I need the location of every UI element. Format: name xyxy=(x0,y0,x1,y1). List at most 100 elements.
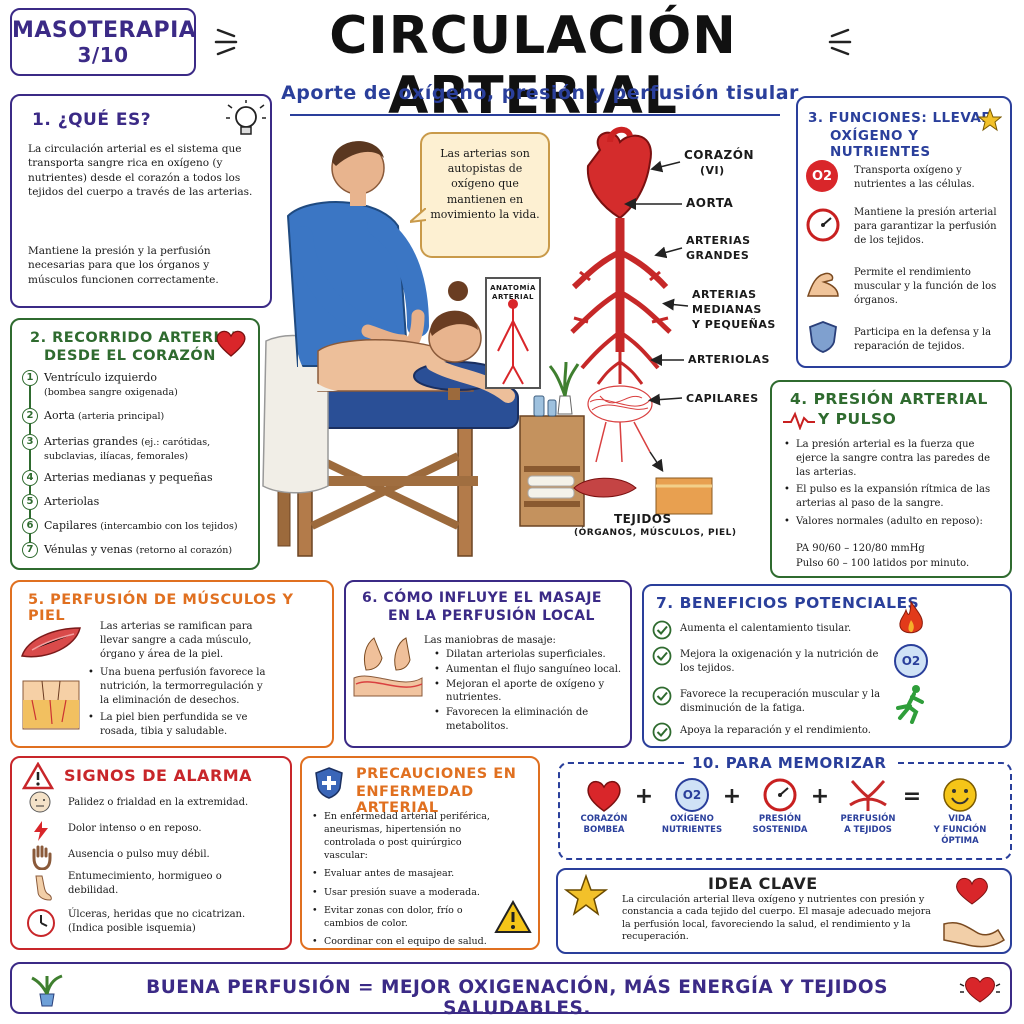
section-what-is: 1. ¿QUÉ ES? La circulación arterial es e… xyxy=(10,94,272,308)
warning-item-5: Úlceras, heridas que no cicatrizan. xyxy=(68,909,246,920)
perfusion-item-1: Una buena perfusión favorece la nutrició… xyxy=(88,666,268,707)
route-title-line2: DESDE EL CORAZÓN xyxy=(44,348,216,364)
label-arterias-medianas-2: MEDIANAS xyxy=(692,303,762,316)
skin-layers-icon xyxy=(22,680,80,730)
route-step-arrow xyxy=(29,450,31,470)
label-arterias-grandes-2: GRANDES xyxy=(686,249,750,262)
speech-text: Las arterias son autopistas de oxígeno q… xyxy=(430,147,540,221)
hand-icon xyxy=(30,844,52,870)
shield-cross-icon xyxy=(314,766,344,800)
memorize-item-label: PERFUSIÓN xyxy=(840,814,896,824)
label-tejidos: TEJIDOS xyxy=(614,512,672,526)
route-step-number: 5 xyxy=(22,494,38,510)
memorize-operator: = xyxy=(902,784,922,809)
speech-bubble: Las arterias son autopistas de oxígeno q… xyxy=(420,132,550,258)
pressure-item-2: El pulso es la expansión rítmica de las … xyxy=(784,483,1006,511)
label-aorta: AORTA xyxy=(686,196,734,210)
pressure-values-pa: PA 90/60 – 120/80 mmHg xyxy=(796,543,925,554)
massage-title-line1: 6. CÓMO INFLUYE EL MASAJE xyxy=(362,590,602,606)
subtitle-underline xyxy=(290,114,780,116)
benefit-text: Mejora la oxigenación y la nutrición de … xyxy=(680,649,879,674)
memorize-operator: + xyxy=(634,784,654,809)
perfusion-title: 5. PERFUSIÓN DE MÚSCULOS Y PIEL xyxy=(28,592,294,624)
perfusion-list: Una buena perfusión favorece la nutrició… xyxy=(88,666,268,743)
page-title: CIRCULACIÓN ARTERIAL xyxy=(329,6,737,126)
clock-icon xyxy=(26,908,56,938)
section-precautions: PRECAUCIONES EN ENFERMEDAD ARTERIAL En e… xyxy=(300,756,540,950)
heart-icon xyxy=(562,776,646,814)
warning-item-2: Dolor intenso o en reposo. xyxy=(68,823,202,834)
heart-icon xyxy=(214,328,248,358)
label-vi: (VI) xyxy=(700,164,725,177)
label-arterias-medianas-3: Y PEQUEÑAS xyxy=(692,318,776,331)
oxygen-icon-label: O2 xyxy=(811,168,833,184)
lightning-pain-icon xyxy=(32,820,50,842)
warning-title: SIGNOS DE ALARMA xyxy=(64,766,253,785)
route-step-main: Arterias medianas y pequeñas xyxy=(44,471,213,484)
branching-arteries-icon xyxy=(826,776,910,814)
potted-plant-icon xyxy=(30,968,64,1008)
poster-title-line2: ARTERIAL xyxy=(492,293,534,301)
warning-item-1: Palidez o frialdad en la extremidad. xyxy=(68,797,249,808)
massage-item-4: Favorecen la eliminación de metabolitos. xyxy=(434,706,624,734)
route-title-line1: 2. RECORRIDO ARTERIAL xyxy=(30,330,241,346)
memorize-item-label: VIDA xyxy=(948,814,972,824)
route-step-number: 1 xyxy=(22,370,38,386)
label-capilares: CAPILARES xyxy=(686,392,759,405)
title-sparks-left xyxy=(214,22,242,62)
route-step-text: Ventrículo izquierdo (bombea sangre oxig… xyxy=(44,370,254,399)
gauge-icon xyxy=(738,776,822,814)
memorize-operator: + xyxy=(722,784,742,809)
gauge-icon xyxy=(806,208,840,242)
key-idea-star-icon xyxy=(564,874,608,916)
route-step-text: Arterias medianas y pequeñas xyxy=(44,470,254,486)
functions-title-line1: 3. FUNCIONES: LLEVAR xyxy=(808,110,993,126)
badge-page: 3/10 xyxy=(77,43,129,67)
route-step-number: 6 xyxy=(22,518,38,534)
section-key-idea: IDEA CLAVE La circulación arterial lleva… xyxy=(556,868,1012,954)
label-arteriolas: ARTERIOLAS xyxy=(688,353,770,366)
route-step-sub: (intercambio con los tejidos) xyxy=(100,521,238,532)
function-item-1: Transporta oxígeno y nutrientes a las cé… xyxy=(854,165,975,190)
footer-text: BUENA PERFUSIÓN = MEJOR OXIGENACIÓN, MÁS… xyxy=(146,977,888,1019)
precaution-item-2: Evaluar antes de masajear. xyxy=(312,867,498,880)
arterial-tree-diagram: CORAZÓN (VI) AORTA ARTERIAS GRANDES ARTE… xyxy=(560,122,800,562)
muscle-icon xyxy=(18,622,84,664)
check-circle-icon xyxy=(652,722,672,742)
oxygen-icon: O2 xyxy=(806,160,838,192)
route-step-main: Vénulas y venas xyxy=(44,543,133,556)
route-step-text: Arterias grandes (ej.: carótidas, subcla… xyxy=(44,434,254,464)
massage-item-3: Mejoran el aporte de oxígeno y nutriente… xyxy=(434,678,624,706)
route-step-main: Capilares xyxy=(44,519,98,532)
route-step-text: Aorta (arteria principal) xyxy=(44,408,254,424)
massage-illustration: ANATOMÍA ARTERIAL xyxy=(258,126,588,566)
pressure-list: La presión arterial es la fuerza que eje… xyxy=(784,438,1006,530)
series-badge: MASOTERAPIA 3/10 xyxy=(10,8,196,76)
hand-holding-heart-icon xyxy=(942,874,1008,950)
section-muscle-skin-perfusion: 5. PERFUSIÓN DE MÚSCULOS Y PIEL Las arte… xyxy=(10,580,334,748)
memorize-item-label: SOSTENIDA xyxy=(752,825,808,836)
route-step-arrow xyxy=(29,486,31,494)
route-step-sub: (arteria principal) xyxy=(78,411,165,422)
foot-icon xyxy=(28,874,54,904)
route-step-main: Ventrículo izquierdo xyxy=(44,371,157,384)
badge-title: MASOTERAPIA xyxy=(12,18,197,43)
route-step-main: Arterias grandes xyxy=(44,435,138,448)
route-step-arrow xyxy=(29,510,31,518)
check-circle-icon xyxy=(652,686,672,706)
section-what-is-p1: La circulación arterial es el sistema qu… xyxy=(28,143,253,199)
precautions-list: En enfermedad arterial periférica, aneur… xyxy=(312,810,498,953)
memorize-item-label: ÓPTIMA xyxy=(941,836,979,847)
benefits-title: 7. BENEFICIOS POTENCIALES xyxy=(656,594,920,612)
massage-list: Dilatan arteriolas superficiales. Aument… xyxy=(434,648,624,735)
memorize-item-label: PRESIÓN xyxy=(758,814,802,824)
smiley-icon xyxy=(918,776,1002,814)
label-arterias-grandes-1: ARTERIAS xyxy=(686,234,751,247)
function-item-4: Participa en la defensa y la reparación … xyxy=(854,327,992,352)
label-arterias-medianas-1: ARTERIAS xyxy=(692,288,757,301)
precautions-title-line1: PRECAUCIONES EN xyxy=(356,766,517,782)
function-item-3: Permite el rendimiento muscular y la fun… xyxy=(854,267,997,306)
route-step-text: Vénulas y venas (retorno al corazón) xyxy=(44,542,254,558)
key-idea-text: La circulación arterial lleva oxígeno y … xyxy=(622,894,931,943)
